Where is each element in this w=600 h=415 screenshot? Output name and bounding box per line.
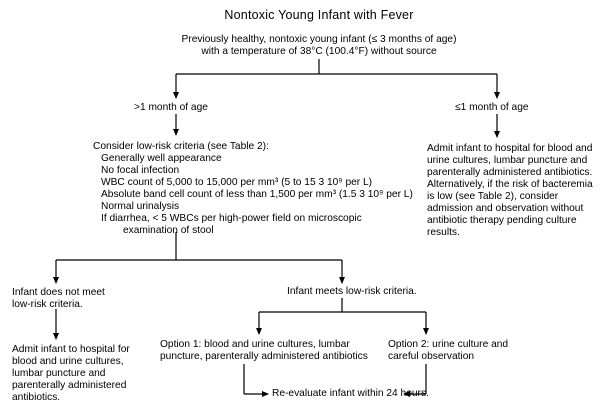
admit-young-line: Admit infant to hospital for blood and [427,143,593,154]
admit-not-meet-line: blood and urine cultures, [12,356,124,367]
criteria-item: No focal infection [101,165,180,176]
diagram-title: Nontoxic Young Infant with Fever [224,8,414,22]
option1-node: Option 1: blood and urine cultures, lumb… [160,339,368,363]
criteria-item: Absolute band cell count of less than 1,… [101,189,413,200]
admit-not-meet-line: Admit infant to hospital for [12,344,130,355]
criteria-item: WBC count of 5,000 to 15,000 per mm³ (5 … [101,177,373,188]
admit-young-line: results. [427,227,460,238]
option2-node: Option 2: urine culture and careful obse… [388,339,508,363]
not-meet-line: Infant does not meet [12,287,105,298]
criteria-item: If diarrhea, < 5 WBCs per high-power fie… [101,213,362,224]
root-node: Previously healthy, nontoxic young infan… [150,34,488,58]
admit-young-line: admission and observation without [427,203,584,214]
criteria-item: Normal urinalysis [101,201,180,212]
branch-older-label: >1 month of age [134,102,208,113]
option2-line: Option 2: urine culture and [388,339,509,350]
admit-young-line: urine cultures, lumbar puncture and [427,155,588,166]
option1-line: Option 1: blood and urine cultures, lumb… [160,339,350,350]
admit-not-meet-line: lumbar puncture and [12,368,106,379]
admit-young-line: is low (see Table 2), consider [427,191,559,202]
criteria-item: examination of stool [123,225,214,236]
admit-not-meet-node: Admit infant to hospital for blood and u… [12,344,130,404]
admit-young-line: Alternatively, if the risk of bacteremia [427,179,593,190]
meets-node: Infant meets low-risk criteria. [287,286,417,297]
admit-not-meet-line: antibiotics. [12,392,61,403]
admit-not-meet-line: parenterally administered [12,380,127,391]
root-line: Previously healthy, nontoxic young infan… [181,34,457,45]
criteria-item: Generally well appearance [101,153,222,164]
not-meet-node: Infant does not meet low-risk criteria. [12,287,105,311]
root-line: with a temperature of 38°C (100.4°F) wit… [201,46,437,57]
option2-line: careful observation [388,351,475,362]
admit-young-node: Admit infant to hospital for blood and u… [427,143,593,239]
admit-young-line: antibiotic therapy pending culture [427,215,577,226]
admit-young-line: parenterally administered antibiotics. [427,167,593,178]
branch-younger-label: ≤1 month of age [455,102,529,113]
criteria-heading: Consider low-risk criteria (see Table 2)… [93,141,269,152]
not-meet-line: low-risk criteria. [12,299,83,310]
option1-line: puncture, parenterally administered anti… [160,351,368,362]
criteria-node: Consider low-risk criteria (see Table 2)… [93,141,413,237]
reevaluate-node: Re-evaluate infant within 24 hours. [272,388,429,399]
